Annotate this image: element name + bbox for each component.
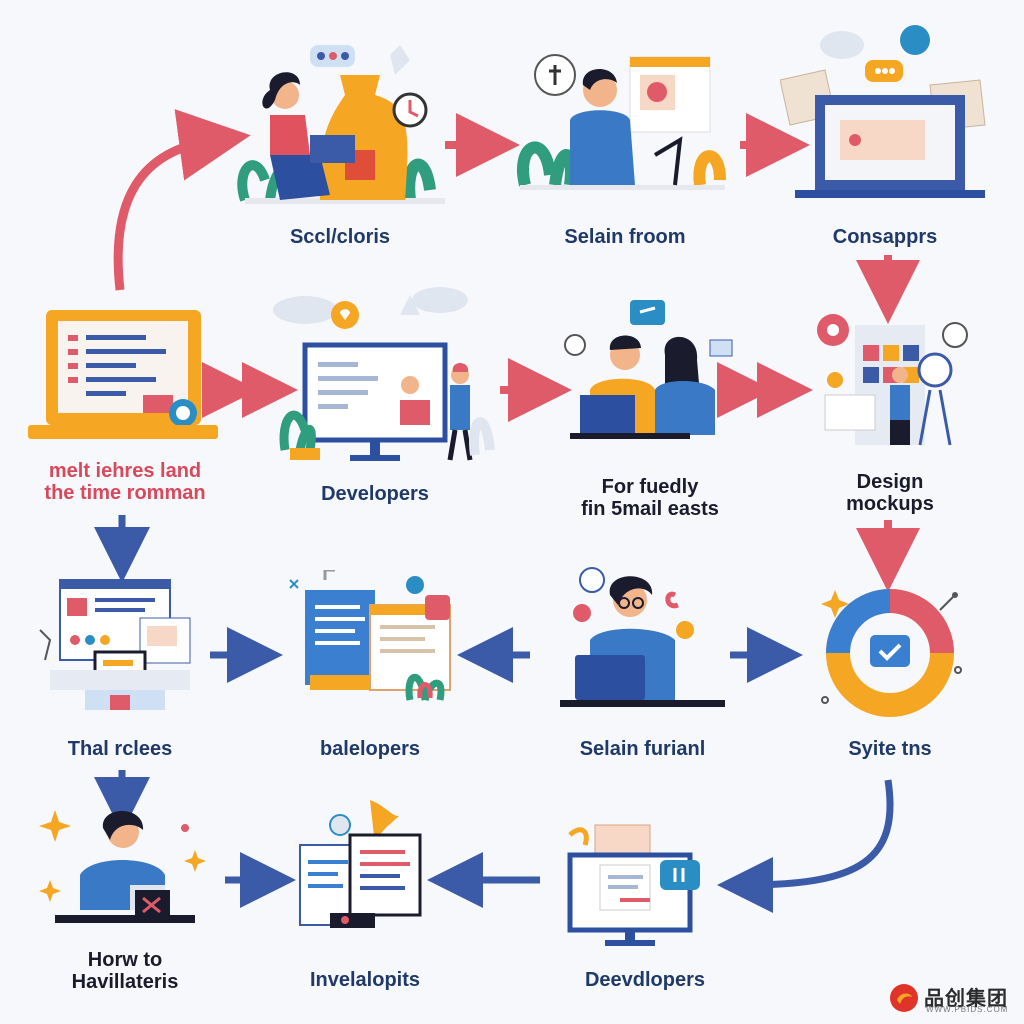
watermark-url: WWW.PBIDS.COM (926, 1005, 1009, 1014)
laptop-mail-illustration (780, 25, 986, 198)
man-with-glasses-illustration (560, 567, 725, 707)
node-label-invelalopits: Invelalopits (309, 969, 421, 991)
node-label-selain-froom: Selain froom (564, 226, 686, 248)
laptop-documents-illustration (299, 800, 422, 928)
node-label-for-fuedly: For fuedly fin 5mail easts (581, 476, 719, 520)
orange-laptop-illustration (28, 310, 218, 439)
donut-chart-illustration (821, 589, 962, 717)
node-label-balelopers: balelopers (319, 738, 421, 760)
arrow-curve-left (113, 109, 251, 291)
node-label-sccl-cloris: Sccl/cloris (289, 226, 391, 248)
node-label-horw-to-havillateris: Horw to Havillateris (71, 949, 179, 993)
browser-windows-illustration (39, 579, 191, 710)
monitor-papers-illustration (567, 824, 700, 946)
design-mockups-illustration (817, 314, 968, 446)
developers-screen-illustration (273, 287, 495, 461)
watermark-text: 品创集团 (924, 988, 1008, 1010)
node-label-thal-rclees: Thal rclees (67, 738, 173, 760)
node-label-developers: Developers (321, 483, 429, 505)
person-at-desk-illustration (39, 810, 206, 923)
documents-illustration (289, 570, 451, 702)
node-label-design-mockups: Design mockups (846, 471, 934, 515)
node-label-deevdlopers: Deevdlopers (584, 969, 706, 991)
man-at-laptop-illustration (517, 54, 726, 190)
watermark-logo: 品创集团 WWW.PBIDS.COM (888, 980, 1018, 1016)
arrow-curve-right (717, 779, 894, 913)
two-people-laptop-illustration (564, 300, 733, 439)
node-label-selain-furianl: Selain furianl (579, 738, 706, 760)
woman-working-illustration (237, 45, 445, 204)
node-label-syite-tns: Syite tns (848, 738, 932, 760)
node-label-melt-iehres-land: melt iehres land the time romman (44, 460, 206, 504)
node-label-consapprs: Consapprs (832, 226, 938, 248)
brand-logo-icon (890, 984, 918, 1012)
